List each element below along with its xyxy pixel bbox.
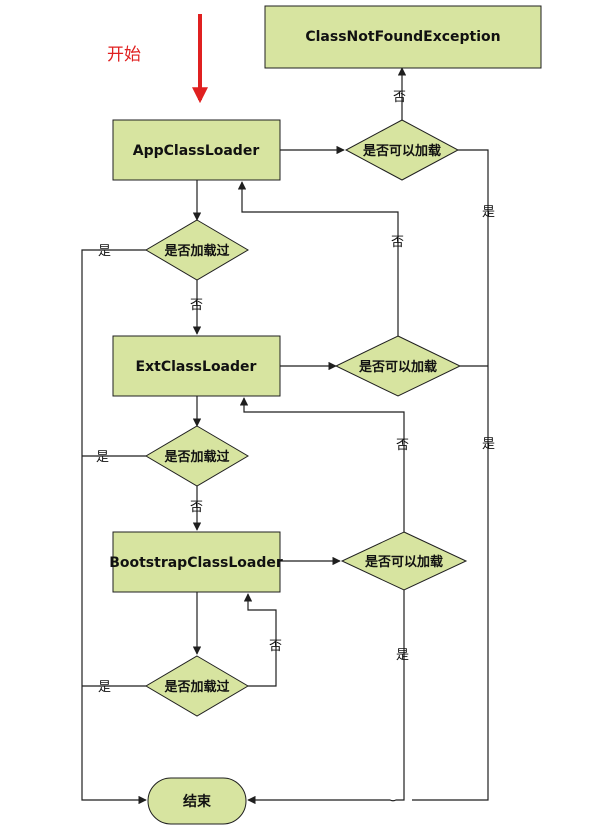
edge-label-ext-can-yes: 是 — [482, 437, 495, 452]
app-class-loader-label: AppClassLoader — [133, 143, 260, 159]
edge-boot-loaded-no — [243, 593, 277, 687]
class-not-found-label: ClassNotFoundException — [305, 29, 500, 45]
boot-loaded-decision — [145, 655, 249, 717]
edge-label-app-loaded-yes: 是 — [98, 244, 111, 259]
app-loaded-label: 是否加载过 — [163, 243, 229, 259]
edge-label-boot-loaded-yes: 是 — [98, 680, 111, 695]
edge-label-app-can-yes: 是 — [482, 205, 495, 220]
end-label: 结束 — [183, 793, 212, 810]
ext-can-load-decision — [334, 335, 462, 397]
edge-label-ext-loaded-no: 否 — [190, 500, 203, 515]
boot-can-load-label: 是否可以加载 — [364, 554, 443, 570]
edge-label-ext-can-no: 否 — [391, 235, 404, 250]
edge-app-can-yes — [412, 149, 489, 801]
start-label: 开始 — [107, 45, 141, 65]
edge-label-app-can-no: 否 — [393, 90, 406, 105]
edge-ext-can-no — [237, 181, 399, 336]
ext-class-loader-node — [112, 335, 281, 397]
edge-label-boot-loaded-no: 否 — [269, 639, 282, 654]
ext-can-load-label: 是否可以加载 — [358, 359, 437, 375]
ext-loaded-decision — [145, 425, 249, 487]
edge-label-boot-can-no: 否 — [396, 438, 409, 453]
ext-loaded-label: 是否加载过 — [163, 449, 229, 465]
bootstrap-class-loader-label: BootstrapClassLoader — [109, 555, 283, 571]
edge-label-ext-loaded-yes: 是 — [96, 450, 109, 465]
edge-boot-can-yes — [247, 590, 405, 805]
app-can-load-decision — [344, 119, 460, 181]
app-can-load-label: 是否可以加载 — [362, 143, 441, 159]
bootstrap-class-loader-node — [112, 531, 281, 593]
end-node — [147, 777, 247, 825]
app-class-loader-node — [112, 119, 281, 181]
edge-label-boot-can-yes: 是 — [396, 648, 409, 663]
class-not-found-node — [264, 5, 542, 69]
edge-label-app-loaded-no: 否 — [190, 298, 203, 313]
app-loaded-decision — [145, 219, 249, 281]
boot-loaded-label: 是否加载过 — [163, 679, 229, 695]
boot-can-load-decision — [340, 531, 468, 591]
ext-class-loader-label: ExtClassLoader — [136, 359, 257, 375]
edge-app-loaded-yes — [81, 249, 147, 805]
edge-boot-can-no — [239, 397, 405, 532]
